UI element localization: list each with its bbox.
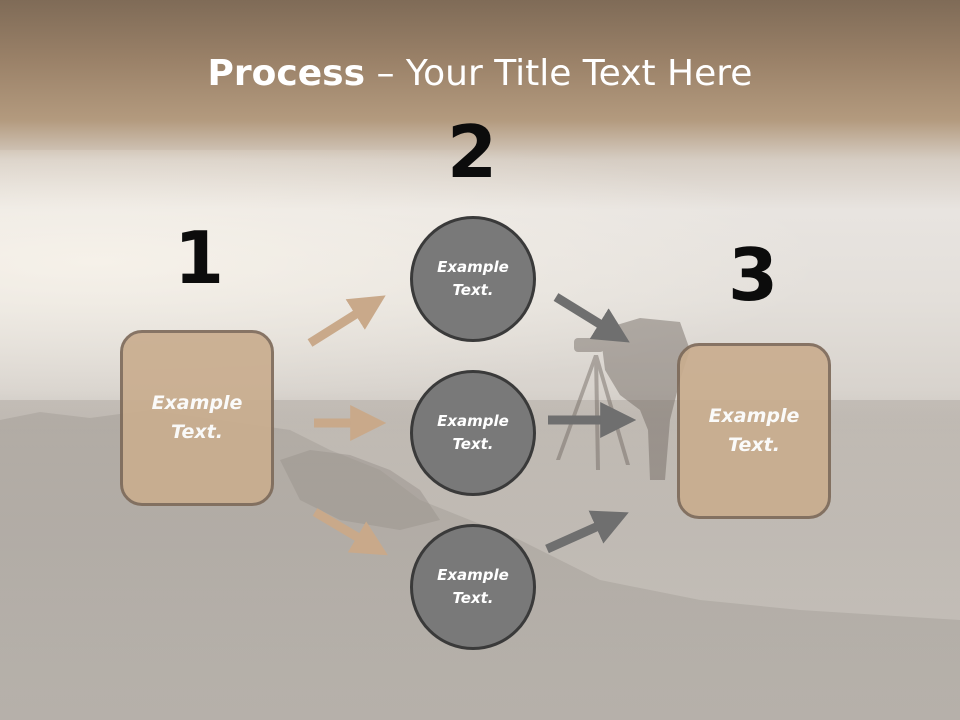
- title-rest: – Your Title Text Here: [365, 53, 753, 94]
- step-2-circle-middle: Example Text.: [410, 370, 536, 496]
- arrow-circle-top-to-box3: [553, 293, 630, 343]
- step-3-box: Example Text.: [677, 343, 831, 519]
- circle-bottom-text: Example Text.: [437, 566, 509, 607]
- step-number-3: 3: [727, 233, 779, 317]
- step-2-circle-top: Example Text.: [410, 216, 536, 342]
- arrow-box1-to-circle-top: [307, 295, 386, 347]
- title-bold: Process: [207, 53, 366, 94]
- step-number-1: 1: [173, 216, 225, 300]
- step-number-2: 2: [446, 110, 498, 194]
- circle-middle-text: Example Text.: [437, 412, 509, 453]
- step-3-text: Example Text.: [708, 405, 800, 456]
- arrow-circle-bottom-to-box3: [545, 510, 629, 554]
- arrow-box1-to-circle-bottom: [312, 508, 388, 556]
- circle-top-text: Example Text.: [437, 258, 509, 299]
- step-1-box: Example Text.: [120, 330, 274, 506]
- step-2-circle-bottom: Example Text.: [410, 524, 536, 650]
- slide-title: Process – Your Title Text Here: [0, 52, 960, 96]
- step-1-text: Example Text.: [151, 392, 243, 443]
